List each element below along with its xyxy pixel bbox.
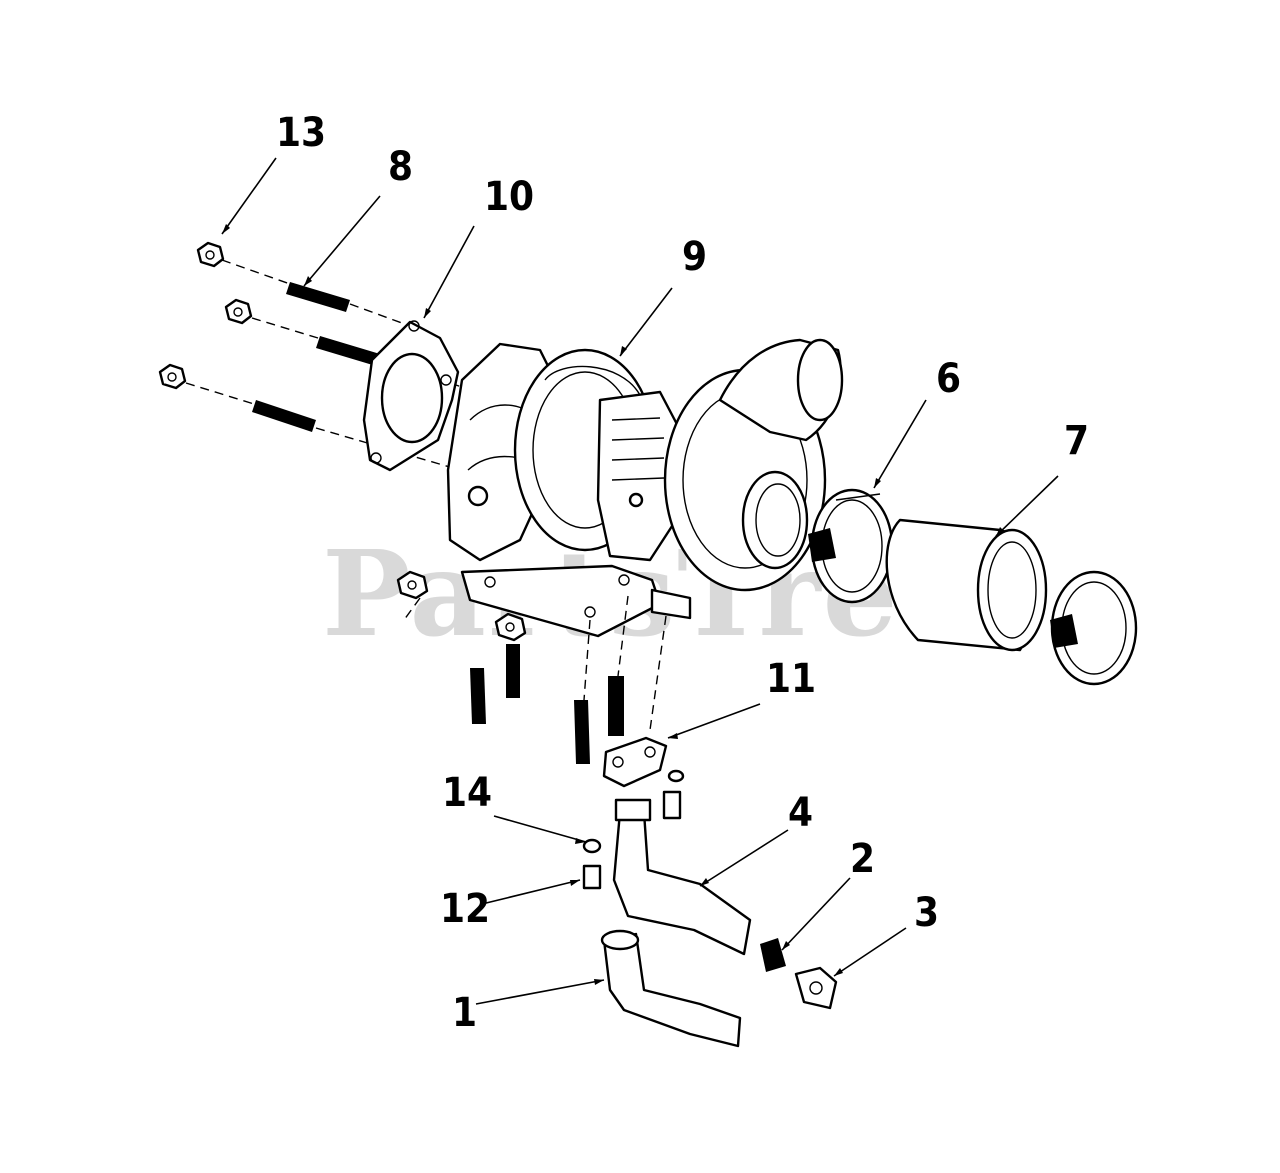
base-studs[interactable]: [403, 595, 667, 764]
callout-7: 7: [1064, 418, 1089, 464]
leader-lines: [221, 157, 1059, 1005]
oil-drain-hose-lower[interactable]: [600, 929, 742, 1048]
callout-9: 9: [682, 234, 707, 280]
callout-8: 8: [388, 144, 413, 190]
callout-11: 11: [766, 656, 816, 702]
callout-6: 6: [936, 356, 961, 402]
callout-4: 4: [788, 790, 813, 836]
oil-drain-tube-upper[interactable]: [612, 798, 752, 956]
drain-fitting[interactable]: [760, 938, 786, 972]
exhaust-flange-nuts[interactable]: [158, 241, 253, 390]
callout-13: 13: [276, 110, 326, 156]
oil-drain-flange[interactable]: [602, 736, 668, 788]
callout-14: 14: [442, 770, 492, 816]
drain-screws[interactable]: [582, 790, 682, 890]
drain-clamp[interactable]: [794, 966, 838, 1010]
exhaust-gasket[interactable]: [362, 320, 460, 472]
callout-10: 10: [484, 174, 534, 220]
turbocharger-assembly[interactable]: [446, 338, 844, 638]
hose-clamp-outer[interactable]: [1050, 570, 1138, 686]
callout-1: 1: [452, 990, 477, 1036]
callout-labels: 13 8 10 9 6 7 11 14 4 2 3 12 1: [276, 110, 1089, 1036]
callout-3: 3: [914, 890, 939, 936]
callout-12: 12: [440, 886, 490, 932]
base-nuts[interactable]: [396, 570, 527, 642]
intake-hose-coupler[interactable]: [885, 518, 1048, 652]
callout-2: 2: [850, 836, 875, 882]
hose-clamp-inner[interactable]: [808, 488, 894, 604]
drain-washers[interactable]: [582, 769, 685, 854]
